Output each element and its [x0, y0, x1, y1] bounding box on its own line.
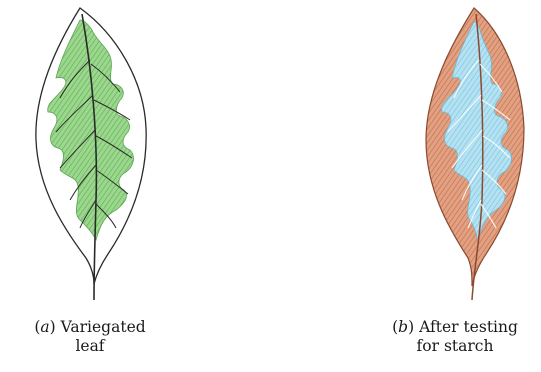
caption-a-text1: Variegated [61, 318, 146, 336]
caption-b-marker: b [398, 318, 408, 336]
caption-a-line1: (a) Variegated [20, 318, 160, 337]
caption-a-line2: leaf [20, 337, 160, 356]
caption-b-text1: After testing [419, 318, 518, 336]
caption-variegated-leaf: (a) Variegated leaf [20, 318, 160, 356]
caption-b-line2: for starch [370, 337, 540, 356]
starch-tested-leaf-drawing [400, 0, 540, 310]
caption-after-starch-test: (b) After testing for starch [370, 318, 540, 356]
caption-b-line1: (b) After testing [370, 318, 540, 337]
variegated-leaf-drawing [20, 0, 160, 310]
caption-a-marker: a [40, 318, 49, 336]
